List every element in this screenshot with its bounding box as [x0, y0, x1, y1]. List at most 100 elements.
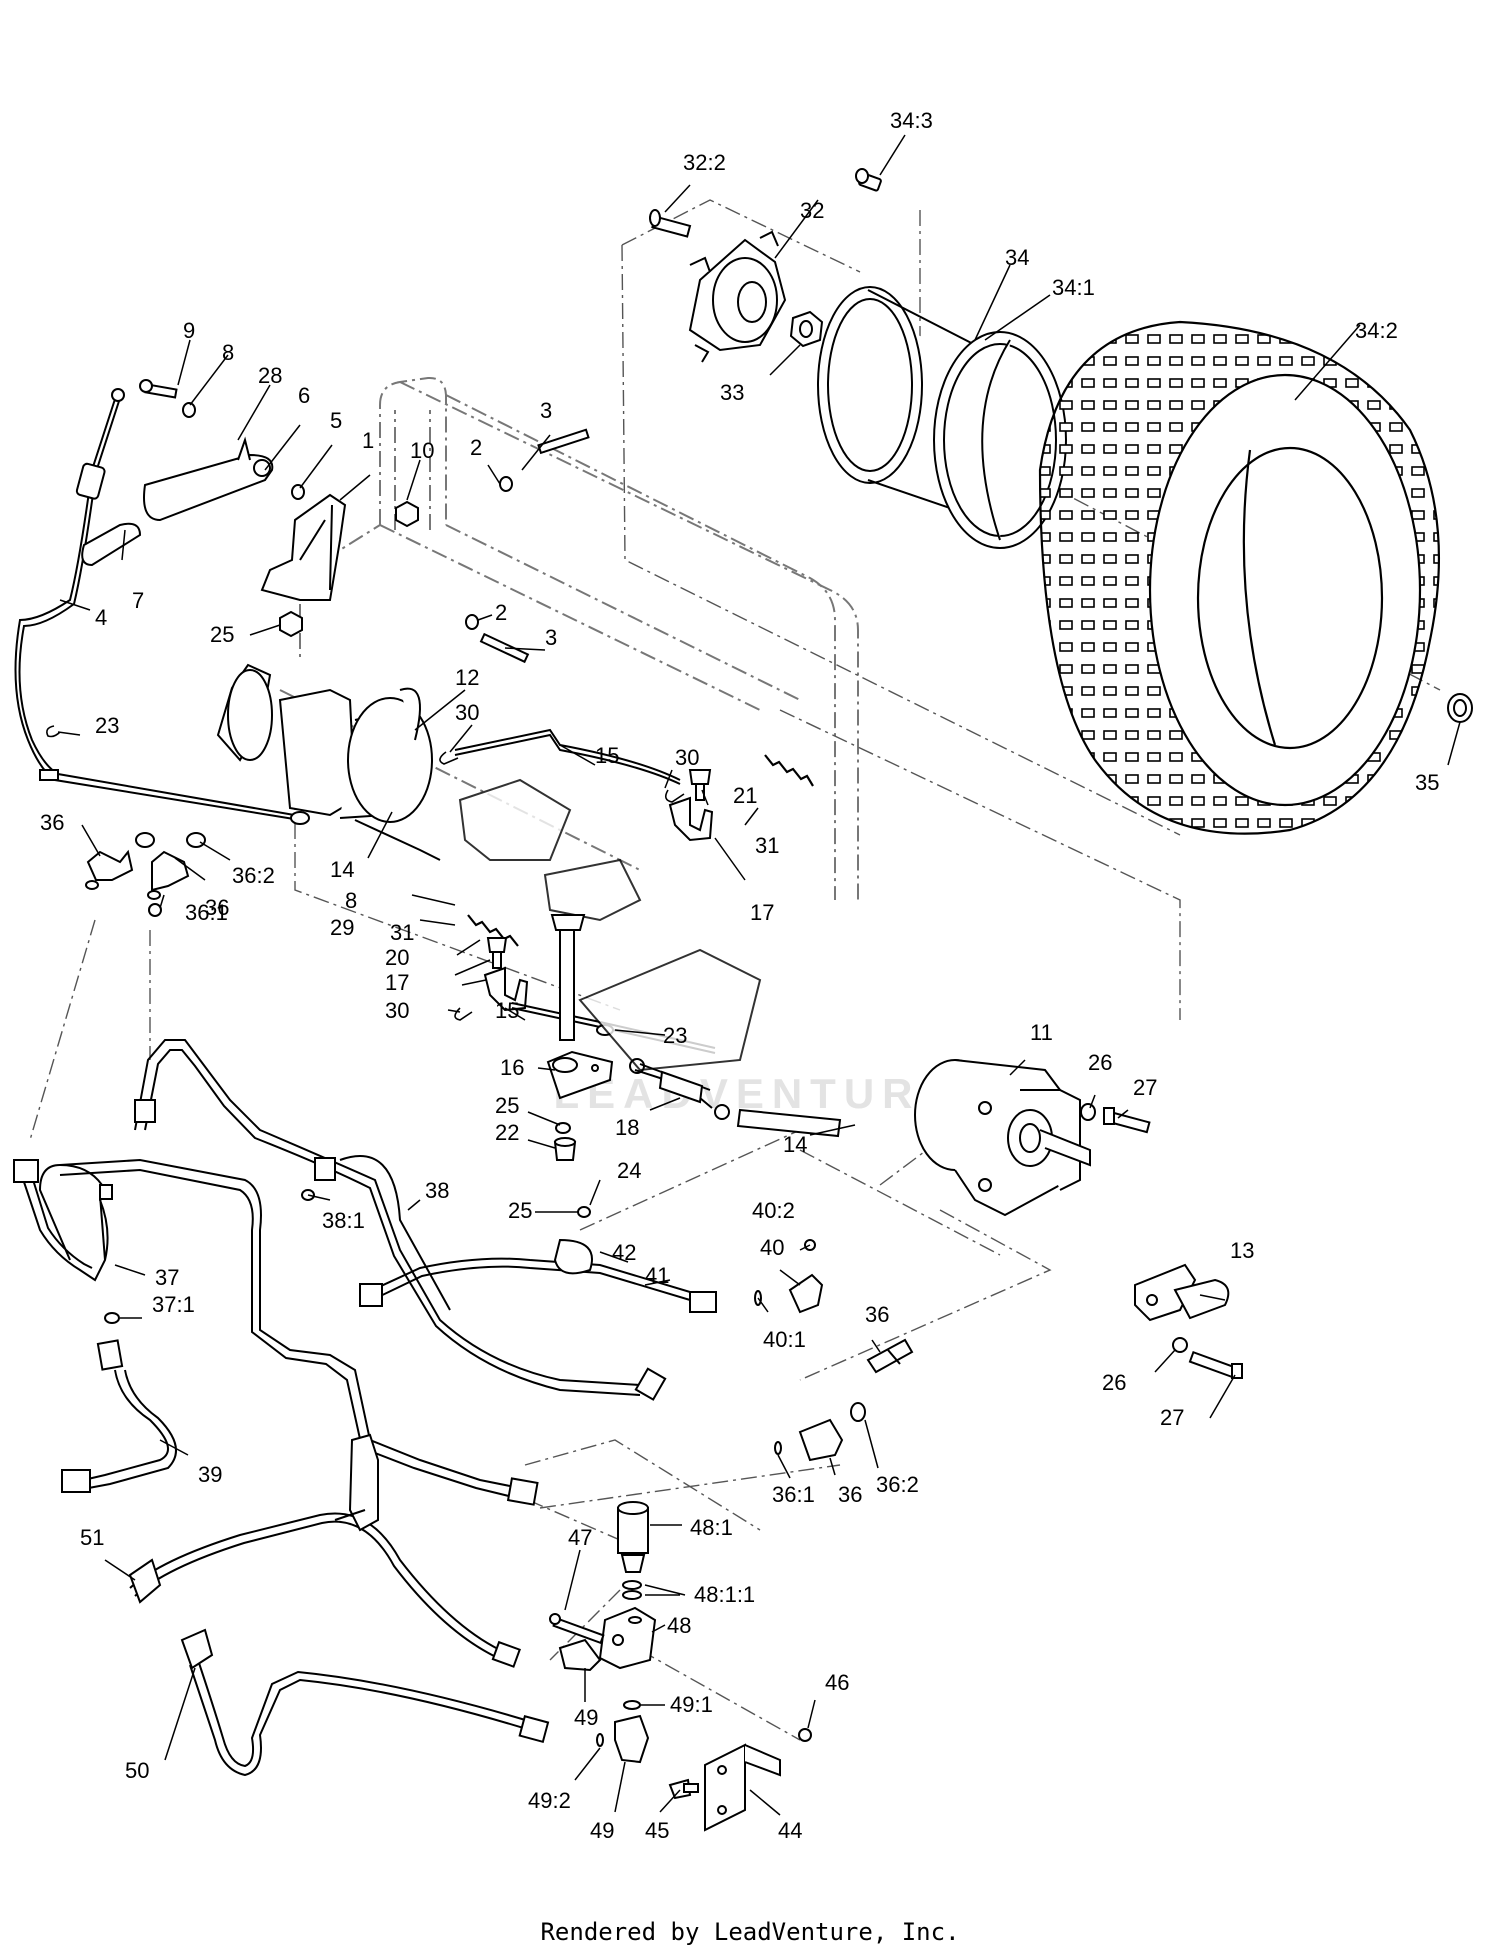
motor-bolt-lower	[1188, 1350, 1243, 1379]
hose-mount-bracket	[334, 1433, 379, 1532]
callout-38: 38	[425, 1178, 449, 1203]
spring-upper	[764, 754, 814, 787]
callout-15a: 15	[595, 743, 619, 768]
callout-21: 21	[733, 783, 757, 808]
callout-29: 29	[330, 915, 354, 940]
bracket-upper	[668, 796, 714, 842]
callout-41: 41	[645, 1263, 669, 1288]
elbow-fitting-right	[147, 850, 190, 900]
wheel-hub	[688, 230, 787, 363]
callout-8a: 8	[222, 340, 234, 365]
callout-23b: 23	[663, 1023, 687, 1048]
callout-8b: 8	[345, 888, 357, 913]
hydraulic-tube-38	[134, 1039, 667, 1401]
o-ring-49-1	[623, 1700, 641, 1710]
rod-cotter-pin-upper	[439, 751, 459, 765]
bracket-nut-46	[798, 1728, 812, 1742]
pivot-cap	[577, 1206, 591, 1218]
callout-17a: 17	[750, 900, 774, 925]
render-credit: Rendered by LeadVenture, Inc.	[540, 1918, 960, 1946]
elbow-fitting-left	[85, 849, 134, 890]
callout-13: 13	[1230, 1238, 1254, 1263]
pivot-post	[550, 914, 586, 1041]
callout-48: 48	[667, 1613, 691, 1638]
callout-2b: 2	[495, 600, 507, 625]
callout-33: 33	[720, 380, 744, 405]
spring-lower	[467, 914, 519, 947]
callout-46: 46	[825, 1670, 849, 1695]
hydraulic-hose-39	[61, 1339, 177, 1493]
elbow-fitting-40	[788, 1273, 824, 1314]
callout-10: 10	[410, 438, 434, 463]
callout-25a: 25	[210, 622, 234, 647]
brake-lever	[143, 436, 274, 522]
callout-49a: 49	[574, 1705, 598, 1730]
callout-34-3: 34:3	[890, 108, 933, 133]
callout-3b: 3	[545, 625, 557, 650]
callout-22: 22	[495, 1120, 519, 1145]
hub-nut	[789, 310, 824, 348]
callout-38-1: 38:1	[322, 1208, 365, 1233]
lever-grip	[81, 522, 142, 567]
callout-14a: 14	[330, 857, 354, 882]
callout-26a: 26	[1088, 1050, 1112, 1075]
callout-1: 1	[362, 428, 374, 453]
callout-30a: 30	[455, 700, 479, 725]
right-wheel-motor	[914, 1059, 1091, 1217]
callout-50: 50	[125, 1758, 149, 1783]
callout-12: 12	[455, 665, 479, 690]
callouts: 34:3 32:2 32 34 34:1 34:2 33 9 8 28 6 5 …	[40, 108, 1439, 1843]
o-ring-48-1-1a	[622, 1580, 642, 1590]
frame-bolt-upper	[499, 428, 590, 492]
motor-mount-bracket	[1134, 1263, 1230, 1322]
callout-35: 35	[1415, 770, 1439, 795]
o-ring-48-1-1b	[622, 1590, 642, 1600]
wheel-bolt	[855, 168, 882, 192]
lever-pin	[139, 379, 178, 399]
callout-48-1-1: 48:1:1	[694, 1582, 755, 1607]
rod-cotter-pin-mid	[664, 789, 685, 803]
valve-elbow-upper	[558, 1638, 602, 1672]
callout-40: 40	[760, 1235, 784, 1260]
o-ring-small-1	[135, 832, 155, 848]
bracket-bolt-45	[668, 1778, 699, 1800]
leader-lines	[57, 134, 1461, 1816]
callout-45: 45	[645, 1818, 669, 1843]
frame-bolt-lower	[465, 614, 530, 664]
callout-48-1: 48:1	[690, 1515, 733, 1540]
callout-5: 5	[330, 408, 342, 433]
callout-30c: 30	[385, 998, 409, 1023]
hydraulic-hose-41	[359, 1238, 717, 1313]
callout-39: 39	[198, 1462, 222, 1487]
callout-49-2: 49:2	[528, 1788, 571, 1813]
cotter-pin	[46, 725, 61, 738]
callout-36-2a: 36:2	[232, 863, 275, 888]
o-ring-small-3	[148, 903, 162, 917]
callout-36d: 36	[838, 1482, 862, 1507]
straight-fitting-36	[866, 1338, 914, 1374]
hydraulic-hose-50	[180, 1628, 550, 1777]
callout-11: 11	[1030, 1020, 1053, 1045]
callout-30b: 30	[675, 745, 699, 770]
frame-nut	[395, 500, 419, 528]
pin-washer	[182, 402, 196, 418]
tire-valve-stem	[1447, 693, 1473, 723]
callout-31a: 31	[755, 833, 779, 858]
pivot-bushing	[553, 1137, 577, 1161]
motor-washer-lower	[1172, 1337, 1188, 1353]
callout-27b: 27	[1160, 1405, 1184, 1430]
bracket-nut	[279, 610, 303, 638]
callout-40-1: 40:1	[763, 1327, 806, 1352]
brake-rod-upper	[454, 728, 681, 785]
callout-40-2: 40:2	[752, 1198, 795, 1223]
callout-32: 32	[800, 198, 824, 223]
bracket-lower	[483, 966, 529, 1012]
valve-bolt	[549, 1613, 605, 1645]
lever-washer	[291, 484, 305, 500]
hydraulic-tube-37	[13, 1159, 113, 1282]
callout-36b: 36	[205, 895, 229, 920]
hub-bolt	[649, 209, 692, 238]
bracket-screw-upper	[688, 769, 712, 801]
callout-47: 47	[568, 1525, 592, 1550]
